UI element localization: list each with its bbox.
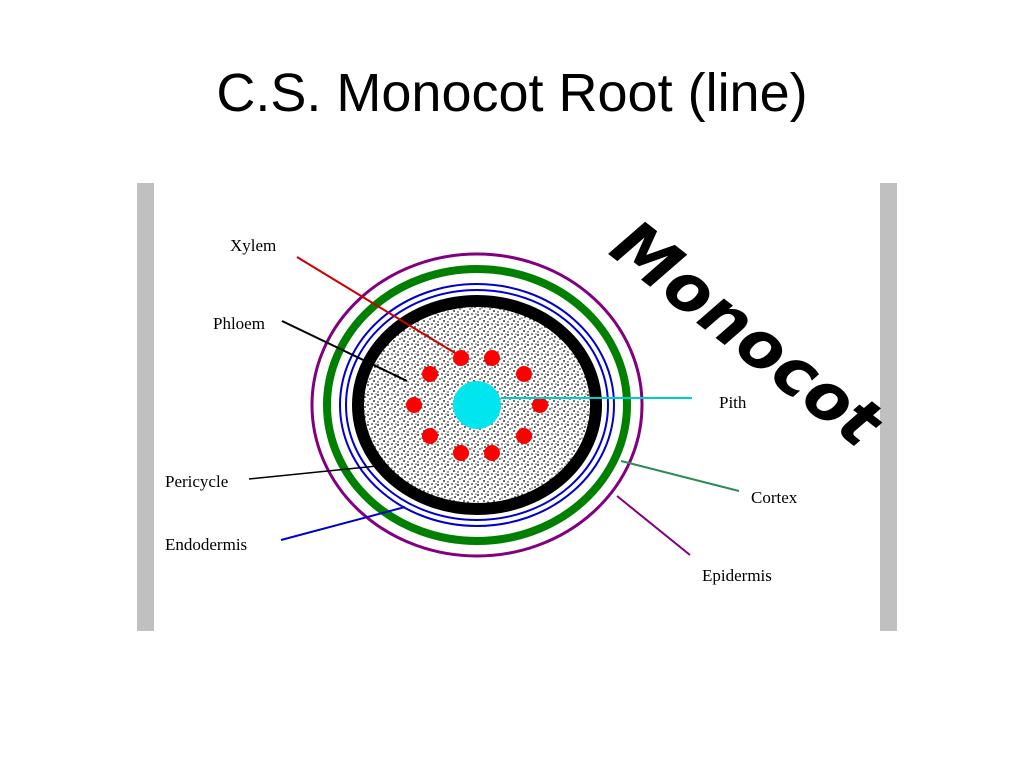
xylem-dot — [516, 428, 532, 444]
pith-label: Pith — [719, 393, 747, 412]
cortex-leader-line — [620, 460, 740, 492]
cross-section-diagram: Xylem Phloem Pith Pericycle Endodermis C… — [165, 205, 897, 585]
epidermis-leader-line — [616, 495, 691, 556]
left-border-bar — [137, 183, 154, 631]
root-cross-section-figure: Xylem Phloem Pith Pericycle Endodermis C… — [137, 183, 897, 631]
cortex-ring — [323, 265, 631, 545]
xylem-dot — [516, 366, 532, 382]
right-border-bar — [880, 183, 897, 631]
xylem-dot — [422, 366, 438, 382]
xylem-dot — [422, 428, 438, 444]
xylem-leader-line — [296, 256, 456, 354]
endodermis-leader-line — [280, 506, 406, 541]
cortex-label: Cortex — [751, 488, 798, 507]
xylem-dot — [453, 445, 469, 461]
xylem-label: Xylem — [230, 236, 276, 255]
xylem-dot — [406, 397, 422, 413]
xylem-dot — [484, 445, 500, 461]
endodermis-inner-ring — [345, 289, 609, 521]
handwritten-monocot-title: Monocot — [597, 205, 897, 464]
xylem-dot — [532, 397, 548, 413]
pith-core — [453, 381, 501, 429]
xylem-dot — [453, 350, 469, 366]
epidermis-ring — [310, 252, 644, 558]
phloem-leader-line — [281, 320, 408, 382]
endodermis-outer-ring — [339, 283, 615, 527]
xylem-group — [406, 350, 548, 461]
slide-title: C.S. Monocot Root (line) — [216, 63, 808, 123]
epidermis-label: Epidermis — [702, 566, 772, 585]
phloem-label: Phloem — [213, 314, 265, 333]
xylem-dot — [484, 350, 500, 366]
pericycle-leader-line — [248, 465, 378, 480]
endodermis-label: Endodermis — [165, 535, 247, 554]
pericycle-label: Pericycle — [165, 472, 228, 491]
